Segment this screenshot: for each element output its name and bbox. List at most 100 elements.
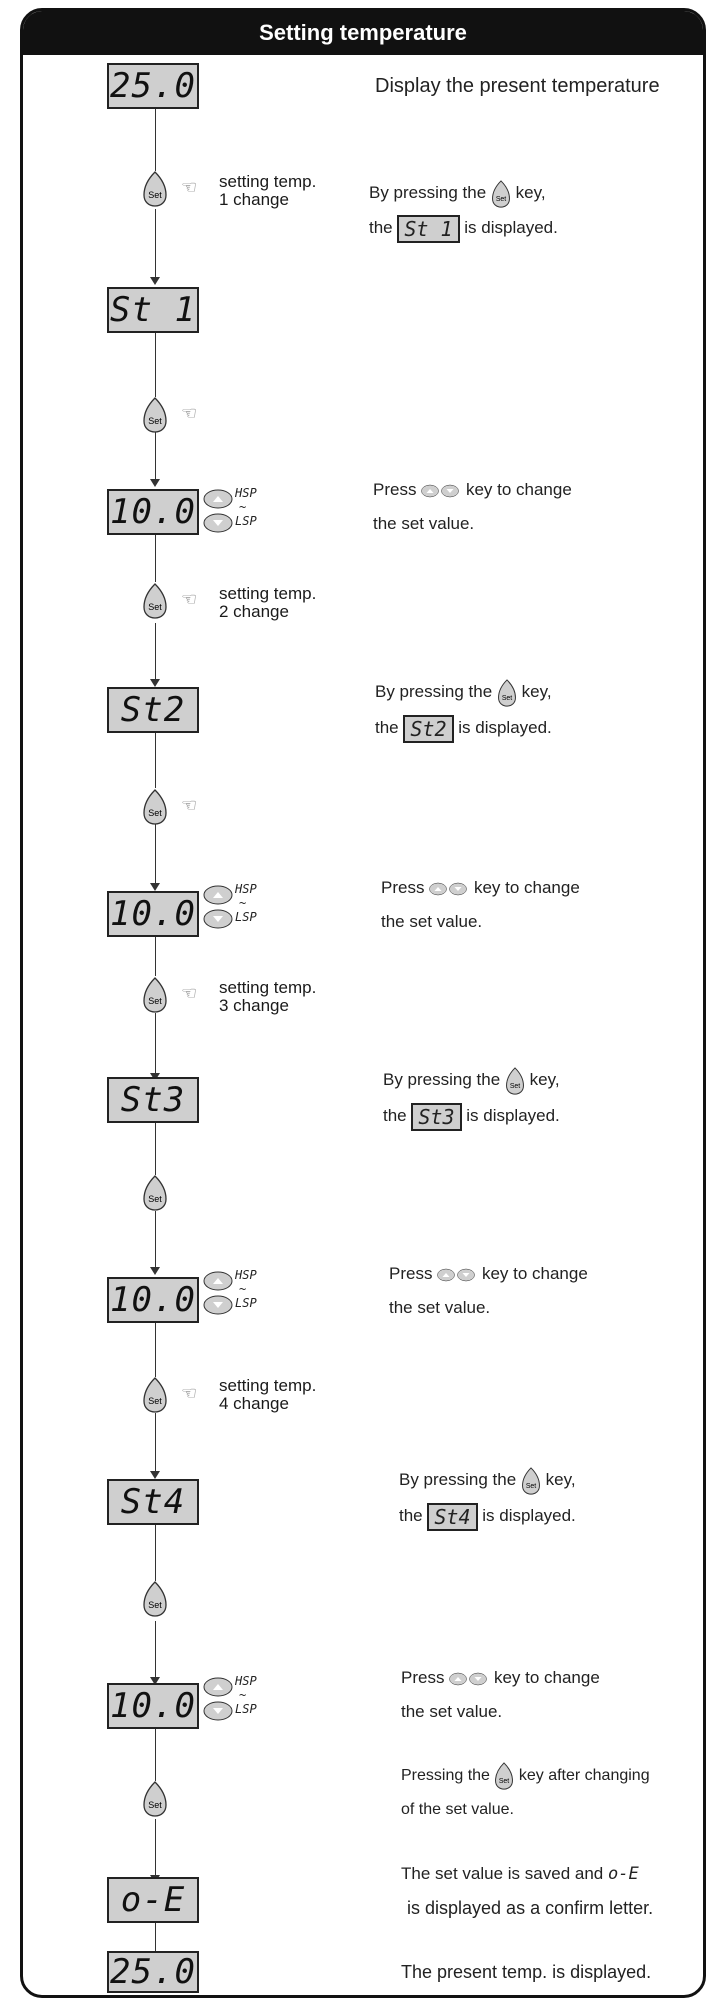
lcd-display: St 1: [107, 287, 199, 333]
flow-line: [155, 823, 156, 887]
set-key-icon[interactable]: Set: [142, 1781, 168, 1817]
set-key-icon[interactable]: Set: [142, 171, 168, 207]
desc-text: Press: [373, 480, 417, 499]
lcd-display: St4: [107, 1479, 199, 1525]
up-down-keys-icon[interactable]: [203, 883, 235, 931]
set-key-icon[interactable]: Set: [142, 977, 168, 1013]
flow-line: [155, 1313, 156, 1377]
step-label: 4 change: [219, 1394, 289, 1413]
flow-line: [155, 1819, 156, 1879]
flow-arrow: [150, 1677, 160, 1685]
lcd-display: 10.0: [107, 1277, 199, 1323]
flow-arrow: [150, 1471, 160, 1479]
desc-text: By pressing the: [369, 183, 487, 202]
tilde-label: ~: [239, 1282, 247, 1296]
lcd-value: 10.0: [110, 894, 196, 934]
flow-arrow: [150, 479, 160, 487]
step-description: the set value.: [401, 1702, 503, 1721]
desc-text: key,: [515, 183, 546, 202]
desc-text: key to change: [493, 1668, 600, 1687]
desc-text: Press: [389, 1264, 433, 1283]
step-description: the St4 is displayed.: [399, 1499, 576, 1533]
lcd-value: 25.0: [110, 66, 196, 106]
set-key-icon[interactable]: Set: [142, 789, 168, 825]
hand-pointer-icon: ☜: [181, 1383, 198, 1403]
high-limit-label: HSP: [235, 486, 257, 500]
lcd-display: 25.0: [107, 1951, 199, 1993]
inline-lcd: St2: [403, 714, 454, 743]
set-key-label: Set: [148, 1396, 162, 1406]
desc-text: the: [383, 1106, 407, 1125]
flow-arrow: [150, 883, 160, 891]
set-key-icon[interactable]: Set: [142, 397, 168, 433]
tilde-label: ~: [239, 1688, 247, 1702]
step-description: is displayed as a confirm letter.: [407, 1898, 654, 1918]
step-label: 2 change: [219, 602, 289, 621]
step-description: of the set value.: [401, 1801, 514, 1818]
desc-text: is displayed.: [458, 718, 552, 737]
flow-line: [155, 926, 156, 976]
set-key-icon: Set: [495, 1762, 514, 1790]
set-key-icon[interactable]: Set: [142, 1377, 168, 1413]
step-description: Press key to change: [381, 871, 580, 905]
step-label: setting temp.: [219, 584, 317, 603]
desc-text: The set value is saved and: [401, 1864, 604, 1883]
set-key-label: Set: [148, 602, 162, 612]
step-description: The set value is saved and o-E: [401, 1857, 639, 1891]
set-key-label: Set: [148, 808, 162, 818]
up-down-keys-icon[interactable]: [203, 487, 235, 535]
desc-text: Pressing the: [401, 1767, 490, 1784]
set-key-icon: Set: [521, 1466, 540, 1495]
flow-arrow: [150, 1267, 160, 1275]
lcd-value: 10.0: [110, 1280, 196, 1320]
desc-text: the: [375, 718, 399, 737]
desc-text: is displayed.: [466, 1106, 560, 1125]
lcd-display: 10.0: [107, 1683, 199, 1729]
desc-text: key,: [529, 1070, 560, 1089]
set-key-label: Set: [148, 1194, 162, 1204]
desc-text: is displayed.: [482, 1506, 576, 1525]
set-key-icon[interactable]: Set: [142, 583, 168, 619]
desc-text: Press: [401, 1668, 445, 1687]
lcd-display: St2: [107, 687, 199, 733]
diagram-frame: Setting temperature 25.0 Display the pre…: [20, 8, 706, 1998]
flow-line: [155, 623, 156, 683]
flow-line: [155, 534, 156, 582]
low-limit-label: LSP: [235, 1296, 257, 1310]
set-key-icon: Set: [491, 179, 510, 208]
step-label: setting temp.: [219, 1376, 317, 1395]
desc-text: By pressing the: [383, 1070, 501, 1089]
high-limit-label: HSP: [235, 1268, 257, 1282]
step-label: 3 change: [219, 996, 289, 1015]
lcd-value: 10.0: [110, 1686, 196, 1726]
low-limit-label: LSP: [235, 1702, 257, 1716]
low-limit-label: LSP: [235, 910, 257, 924]
set-key-label: Set: [526, 1482, 536, 1489]
inline-lcd: St3: [411, 1102, 462, 1131]
lcd-display: 10.0: [107, 891, 199, 937]
flow-line: [155, 1511, 156, 1581]
step-description: By pressing the Set key,: [369, 176, 546, 210]
lcd-value: St 1: [110, 290, 196, 330]
step-description: Press key to change: [401, 1661, 600, 1695]
flow-line: [155, 209, 156, 281]
flow-arrow: [150, 679, 160, 687]
step-description: the St 1 is displayed.: [369, 211, 558, 245]
desc-text: key to change: [481, 1264, 588, 1283]
flow-line: [155, 1621, 156, 1681]
set-key-label: Set: [148, 996, 162, 1006]
up-down-keys-icon[interactable]: [203, 1269, 235, 1317]
flow-line: [155, 333, 156, 397]
step-description: Display the present temperature: [375, 75, 660, 97]
step-description: By pressing the Set key,: [375, 675, 552, 709]
set-key-icon[interactable]: Set: [142, 1581, 168, 1617]
desc-text: the: [369, 218, 393, 237]
flow-line: [155, 732, 156, 788]
set-key-label: Set: [148, 1800, 162, 1810]
step-description: the set value.: [373, 514, 475, 533]
set-key-label: Set: [148, 1600, 162, 1610]
set-key-icon[interactable]: Set: [142, 1175, 168, 1211]
up-down-keys-icon[interactable]: [203, 1675, 235, 1723]
flow-line: [155, 431, 156, 483]
step-label: setting temp.: [219, 172, 317, 191]
